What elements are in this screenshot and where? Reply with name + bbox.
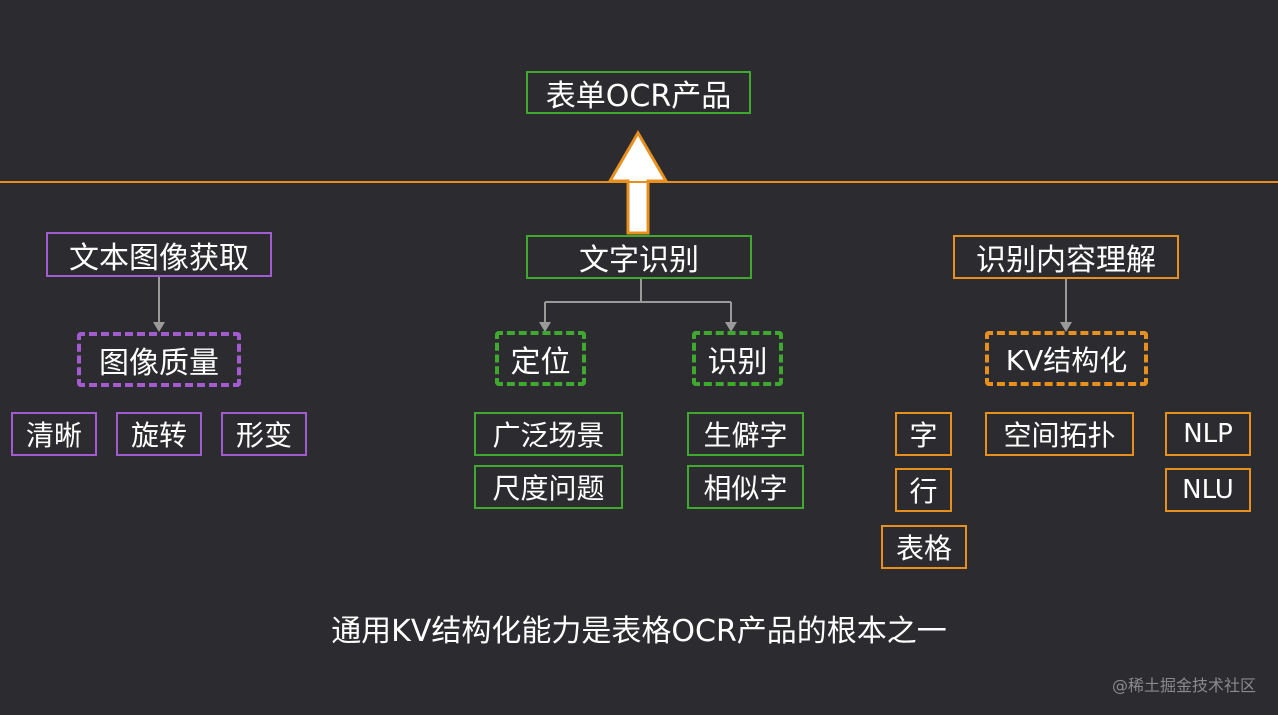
connector-middle-left-head — [539, 322, 551, 332]
middle-sub-left-label: 定位 — [510, 344, 571, 380]
leaf-similar-chars-label: 相似字 — [703, 472, 788, 505]
leaf-clarity: 清晰 — [11, 412, 97, 456]
leaf-rotation-label: 旋转 — [130, 419, 187, 452]
leaf-char: 字 — [895, 412, 952, 456]
middle-title-box: 文字识别 — [526, 235, 752, 279]
left-title-label: 文本图像获取 — [69, 240, 249, 276]
leaf-scale-issue: 尺度问题 — [474, 465, 623, 509]
connector-left-head — [153, 322, 165, 332]
connector-right-head — [1060, 322, 1072, 332]
leaf-similar-chars: 相似字 — [687, 465, 804, 509]
right-sub-box: KV结构化 — [985, 331, 1148, 386]
leaf-line-label: 行 — [909, 475, 938, 508]
middle-sub-right-label: 识别 — [707, 344, 768, 380]
right-title-box: 识别内容理解 — [953, 235, 1179, 279]
leaf-line: 行 — [895, 468, 952, 512]
middle-sub-right-box: 识别 — [692, 331, 783, 386]
left-sub-box: 图像质量 — [77, 332, 241, 387]
product-label: 表单OCR产品 — [545, 78, 732, 114]
leaf-spatial-topology: 空间拓扑 — [985, 412, 1134, 456]
leaf-broad-scenes: 广泛场景 — [474, 412, 623, 456]
leaf-scale-issue-label: 尺度问题 — [492, 472, 605, 505]
caption-text: 通用KV结构化能力是表格OCR产品的根本之一 — [331, 614, 947, 649]
divider-line — [0, 181, 1278, 183]
leaf-broad-scenes-label: 广泛场景 — [492, 419, 605, 452]
leaf-rare-chars-label: 生僻字 — [703, 419, 788, 452]
leaf-clarity-label: 清晰 — [25, 419, 82, 452]
leaf-table-label: 表格 — [895, 532, 952, 565]
right-sub-label: KV结构化 — [1005, 343, 1128, 377]
watermark-text: @稀土掘金技术社区 — [1111, 676, 1256, 695]
leaf-spatial-topology-label: 空间拓扑 — [1003, 419, 1116, 452]
leaf-rotation: 旋转 — [116, 412, 202, 456]
leaf-char-label: 字 — [909, 419, 938, 452]
connector-middle-right-head — [725, 322, 737, 332]
leaf-deformation: 形变 — [221, 412, 307, 456]
leaf-nlp-label: NLP — [1183, 419, 1233, 449]
up-arrow — [607, 130, 669, 235]
left-sub-label: 图像质量 — [99, 345, 219, 381]
middle-title-label: 文字识别 — [579, 243, 699, 278]
leaf-rare-chars: 生僻字 — [687, 412, 804, 456]
left-title-box: 文本图像获取 — [46, 232, 272, 277]
leaf-deformation-label: 形变 — [235, 419, 292, 452]
right-title-label: 识别内容理解 — [976, 243, 1156, 278]
product-box: 表单OCR产品 — [526, 71, 751, 114]
leaf-nlu-label: NLU — [1182, 475, 1234, 505]
leaf-nlp: NLP — [1165, 412, 1251, 456]
middle-sub-left-box: 定位 — [495, 331, 586, 386]
leaf-nlu: NLU — [1165, 468, 1251, 512]
leaf-table: 表格 — [881, 525, 967, 569]
